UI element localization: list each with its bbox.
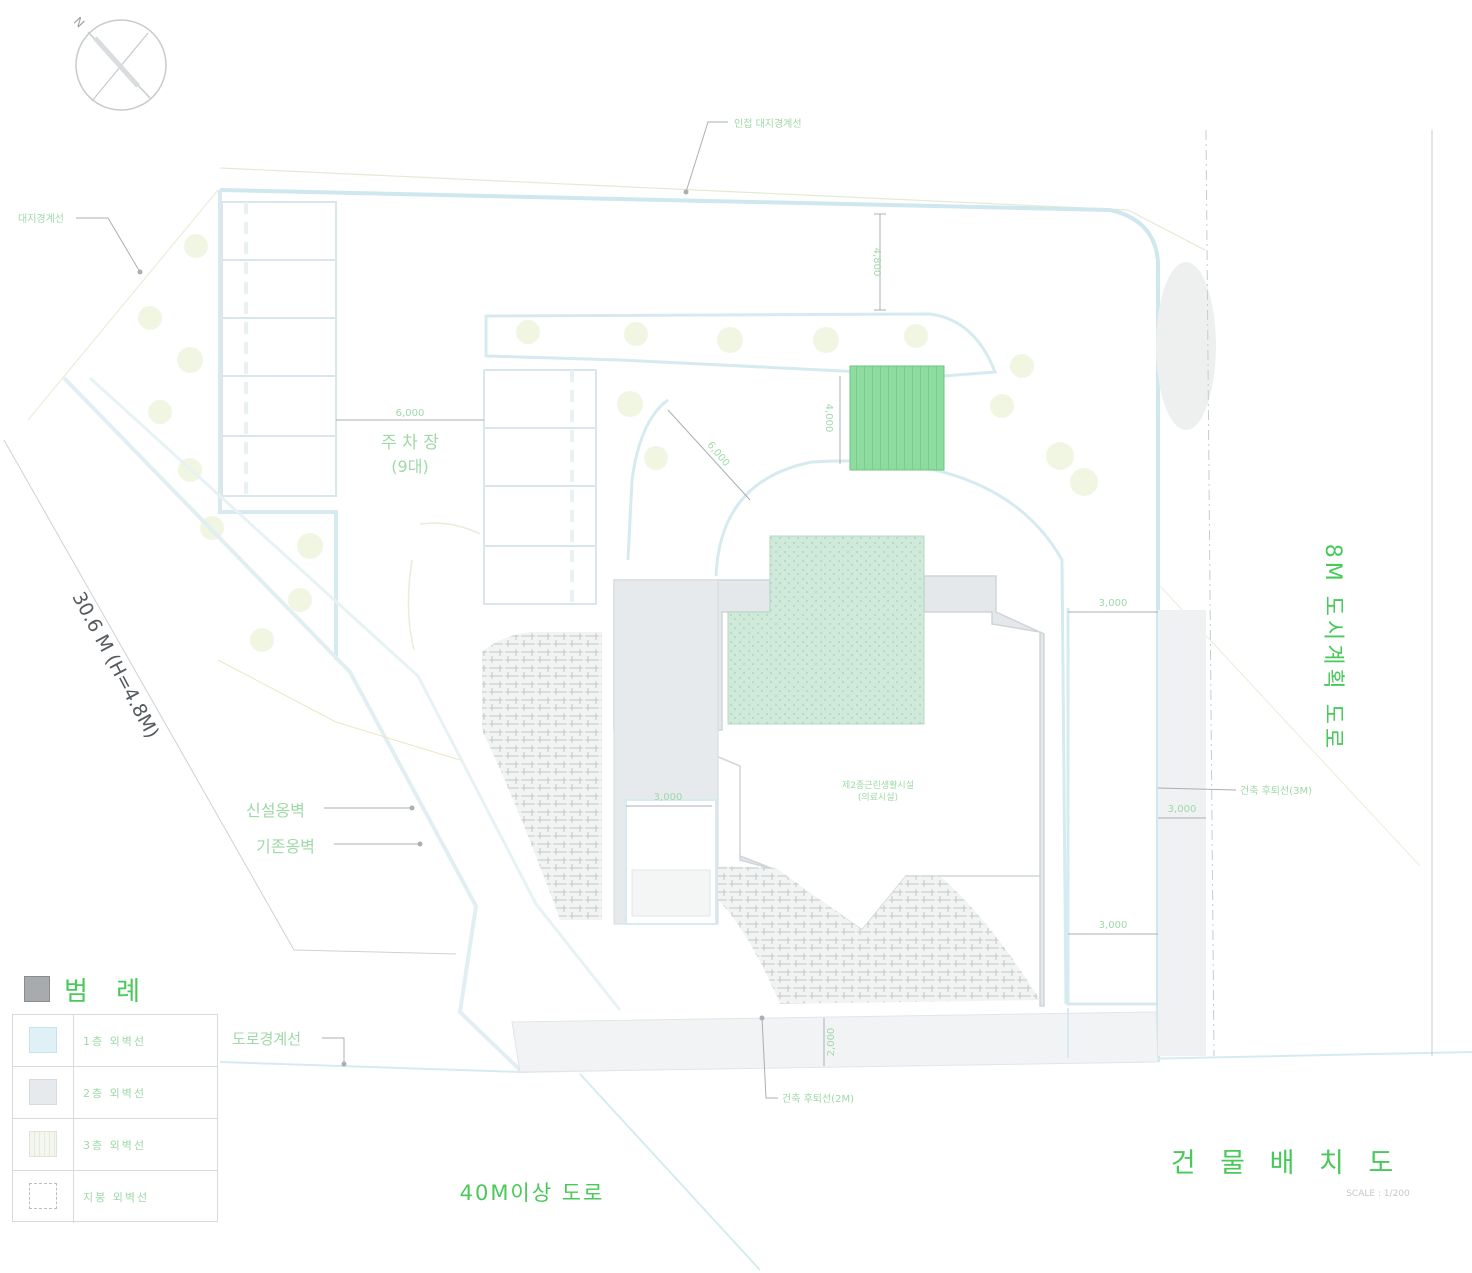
road-boundary-label: 도로경계선 <box>232 1030 301 1048</box>
tree-canopy <box>1156 262 1216 430</box>
legend-swatch <box>29 1027 57 1053</box>
north-arrow-icon <box>75 19 167 111</box>
site-boundary-left <box>27 189 219 421</box>
side-setback-band <box>1158 610 1206 1056</box>
dim-inner-left: 3,000 <box>654 792 683 803</box>
top-boundary-label: 인접 대지경계선 <box>734 117 802 130</box>
legend-title-text: 범 례 <box>64 976 151 1007</box>
legend-label: 3층 외벽선 <box>83 1139 146 1152</box>
legend-panel: 1층 외벽선 2층 외벽선 3층 외벽선 지붕 외벽선 <box>12 1014 218 1223</box>
legend-row: 지붕 외벽선 <box>13 1171 217 1223</box>
legend-swatch <box>29 1131 57 1157</box>
new-retaining-wall <box>62 376 522 1072</box>
contour-line <box>217 659 461 761</box>
parking-count: (9대) <box>391 457 428 476</box>
existing-retaining-wall <box>88 376 622 1011</box>
legend-label: 2층 외벽선 <box>83 1087 146 1100</box>
site-boundary-top <box>219 167 1206 251</box>
dimension-lines <box>336 213 1206 1066</box>
setback-strip <box>1066 608 1156 1006</box>
driveway-curve <box>626 398 1068 1005</box>
legend-row: 2층 외벽선 <box>13 1067 217 1119</box>
building-sub: (의료시설) <box>858 792 898 803</box>
parking-label: 주 차 장 <box>381 433 439 453</box>
entrance-stair <box>849 365 945 471</box>
legend-title: 범 례 <box>24 972 151 1007</box>
legend-label: 1층 외벽선 <box>83 1035 146 1048</box>
parking-stalls-left <box>221 201 337 497</box>
building-name: 제2종근린생활시설 <box>842 779 914 791</box>
legend-row: 3층 외벽선 <box>13 1119 217 1171</box>
drawing-title: 건 물 배 치 도 <box>1171 1148 1402 1179</box>
new-retaining-wall-label: 신설옹벽 <box>246 801 305 820</box>
dim-right-lower: 3,000 <box>1099 920 1128 931</box>
parking-stalls-middle <box>483 369 597 605</box>
legend-swatch <box>29 1183 57 1209</box>
dim-right-middle: 3,000 <box>1168 804 1197 815</box>
sidewalk-strip <box>511 1011 1159 1073</box>
landscape-curve-left <box>407 522 481 651</box>
dim-top-offset: 4,800 <box>871 248 882 277</box>
existing-retaining-wall-label: 기존옹벽 <box>256 837 315 856</box>
legend-swatch <box>29 1079 57 1105</box>
main-road-label: 40M이상 도로 <box>460 1181 605 1205</box>
dim-parking-aisle: 6,000 <box>396 408 425 419</box>
diagonal-dimension-label: 30.6 M (H=4.8M) <box>67 588 163 742</box>
leader-dots <box>137 189 765 1067</box>
left-boundary-label: 대지경계선 <box>18 212 64 225</box>
building-line-right-label: 건축 후퇴선(3M) <box>1240 785 1312 797</box>
drawing-scale: SCALE : 1/200 <box>1346 1189 1410 1199</box>
legend-label: 지붕 외벽선 <box>83 1191 150 1204</box>
north-label: N <box>71 14 87 30</box>
side-road-centerline <box>1205 129 1215 1057</box>
dim-bottom-offset: 2,000 <box>826 1028 837 1057</box>
legend-row: 1층 외벽선 <box>13 1015 217 1067</box>
road-curb-curve <box>579 1073 761 1271</box>
building-line-bottom-label: 건축 후퇴선(2M) <box>782 1093 854 1105</box>
paving-area-south <box>718 866 1040 1004</box>
roof-area <box>727 535 925 725</box>
dim-right-upper: 3,000 <box>1099 598 1128 609</box>
side-road-label: 8M 도시계획 도로 <box>1320 544 1345 752</box>
dim-stair-width: 4,000 <box>823 404 834 433</box>
leader-lines <box>76 121 1237 1099</box>
site-wall-right <box>219 188 1160 1062</box>
walkway-steps <box>631 869 711 917</box>
legend-square-icon <box>24 976 50 1002</box>
paving-area-west <box>482 632 602 920</box>
site-wall-left <box>218 190 338 660</box>
diagonal-dimension-line <box>3 439 457 955</box>
